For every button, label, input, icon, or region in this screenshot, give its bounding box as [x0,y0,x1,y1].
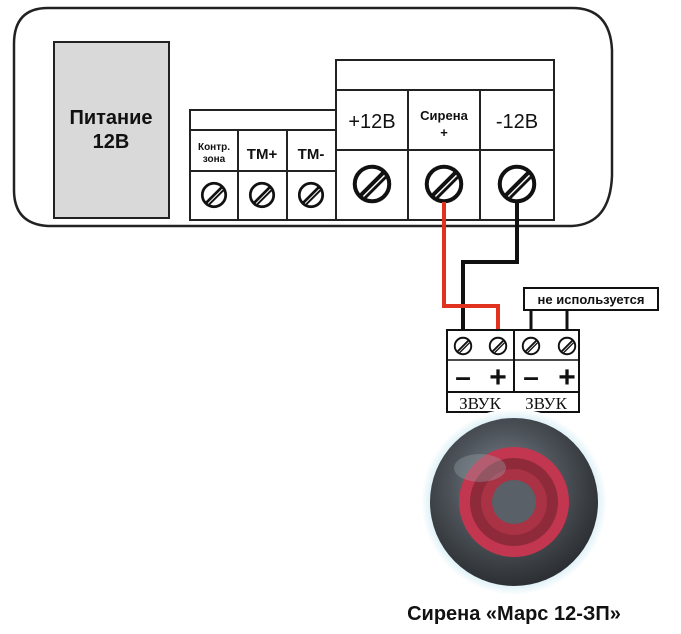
siren-device [421,409,607,595]
sound-label-1: ЗВУК [459,394,502,413]
terminal-label-minus12: -12В [496,111,538,133]
connector-minus-sign-2: – [523,361,539,392]
connector-screw-4 [557,336,577,356]
not-used-label: не используется [538,292,645,307]
power-label-line1: Питание [69,107,152,129]
connector-minus-sign-1: – [455,361,471,392]
siren-caption: Сирена «Марс 12-ЗП» [407,603,621,625]
terminal-label-kontr-line1: Контр. [198,142,230,153]
sound-label-2: ЗВУК [525,394,568,413]
connector-screw-2 [488,336,508,356]
screw-terminal-siren-plus [427,167,462,202]
connector-plus-sign-1: + [489,361,507,394]
screw-terminal-kontr [200,181,228,209]
screw-terminal-tm-minus [297,181,325,209]
terminal-label-tm-plus: ТМ+ [247,146,278,163]
terminal-label-siren-line1: Сирена [420,108,468,123]
power-label-line2: 12В [93,131,130,153]
screw-terminal-plus12 [355,167,390,202]
power-block [53,41,170,219]
connector-plus-sign-2: + [558,361,576,394]
screw-terminal-minus12 [500,167,535,202]
wire-black [461,202,519,338]
wire-red [442,202,500,338]
not-used-tag [523,287,659,311]
screw-terminal-tm-plus [248,181,276,209]
terminal-label-kontr-line2: зона [203,154,226,165]
terminal-label-siren-line2: + [440,125,448,140]
connector-screw-1 [453,336,473,356]
terminal-label-plus12: +12В [348,111,395,133]
connector-screw-3 [521,336,541,356]
terminal-label-tm-minus: ТМ- [298,146,325,163]
